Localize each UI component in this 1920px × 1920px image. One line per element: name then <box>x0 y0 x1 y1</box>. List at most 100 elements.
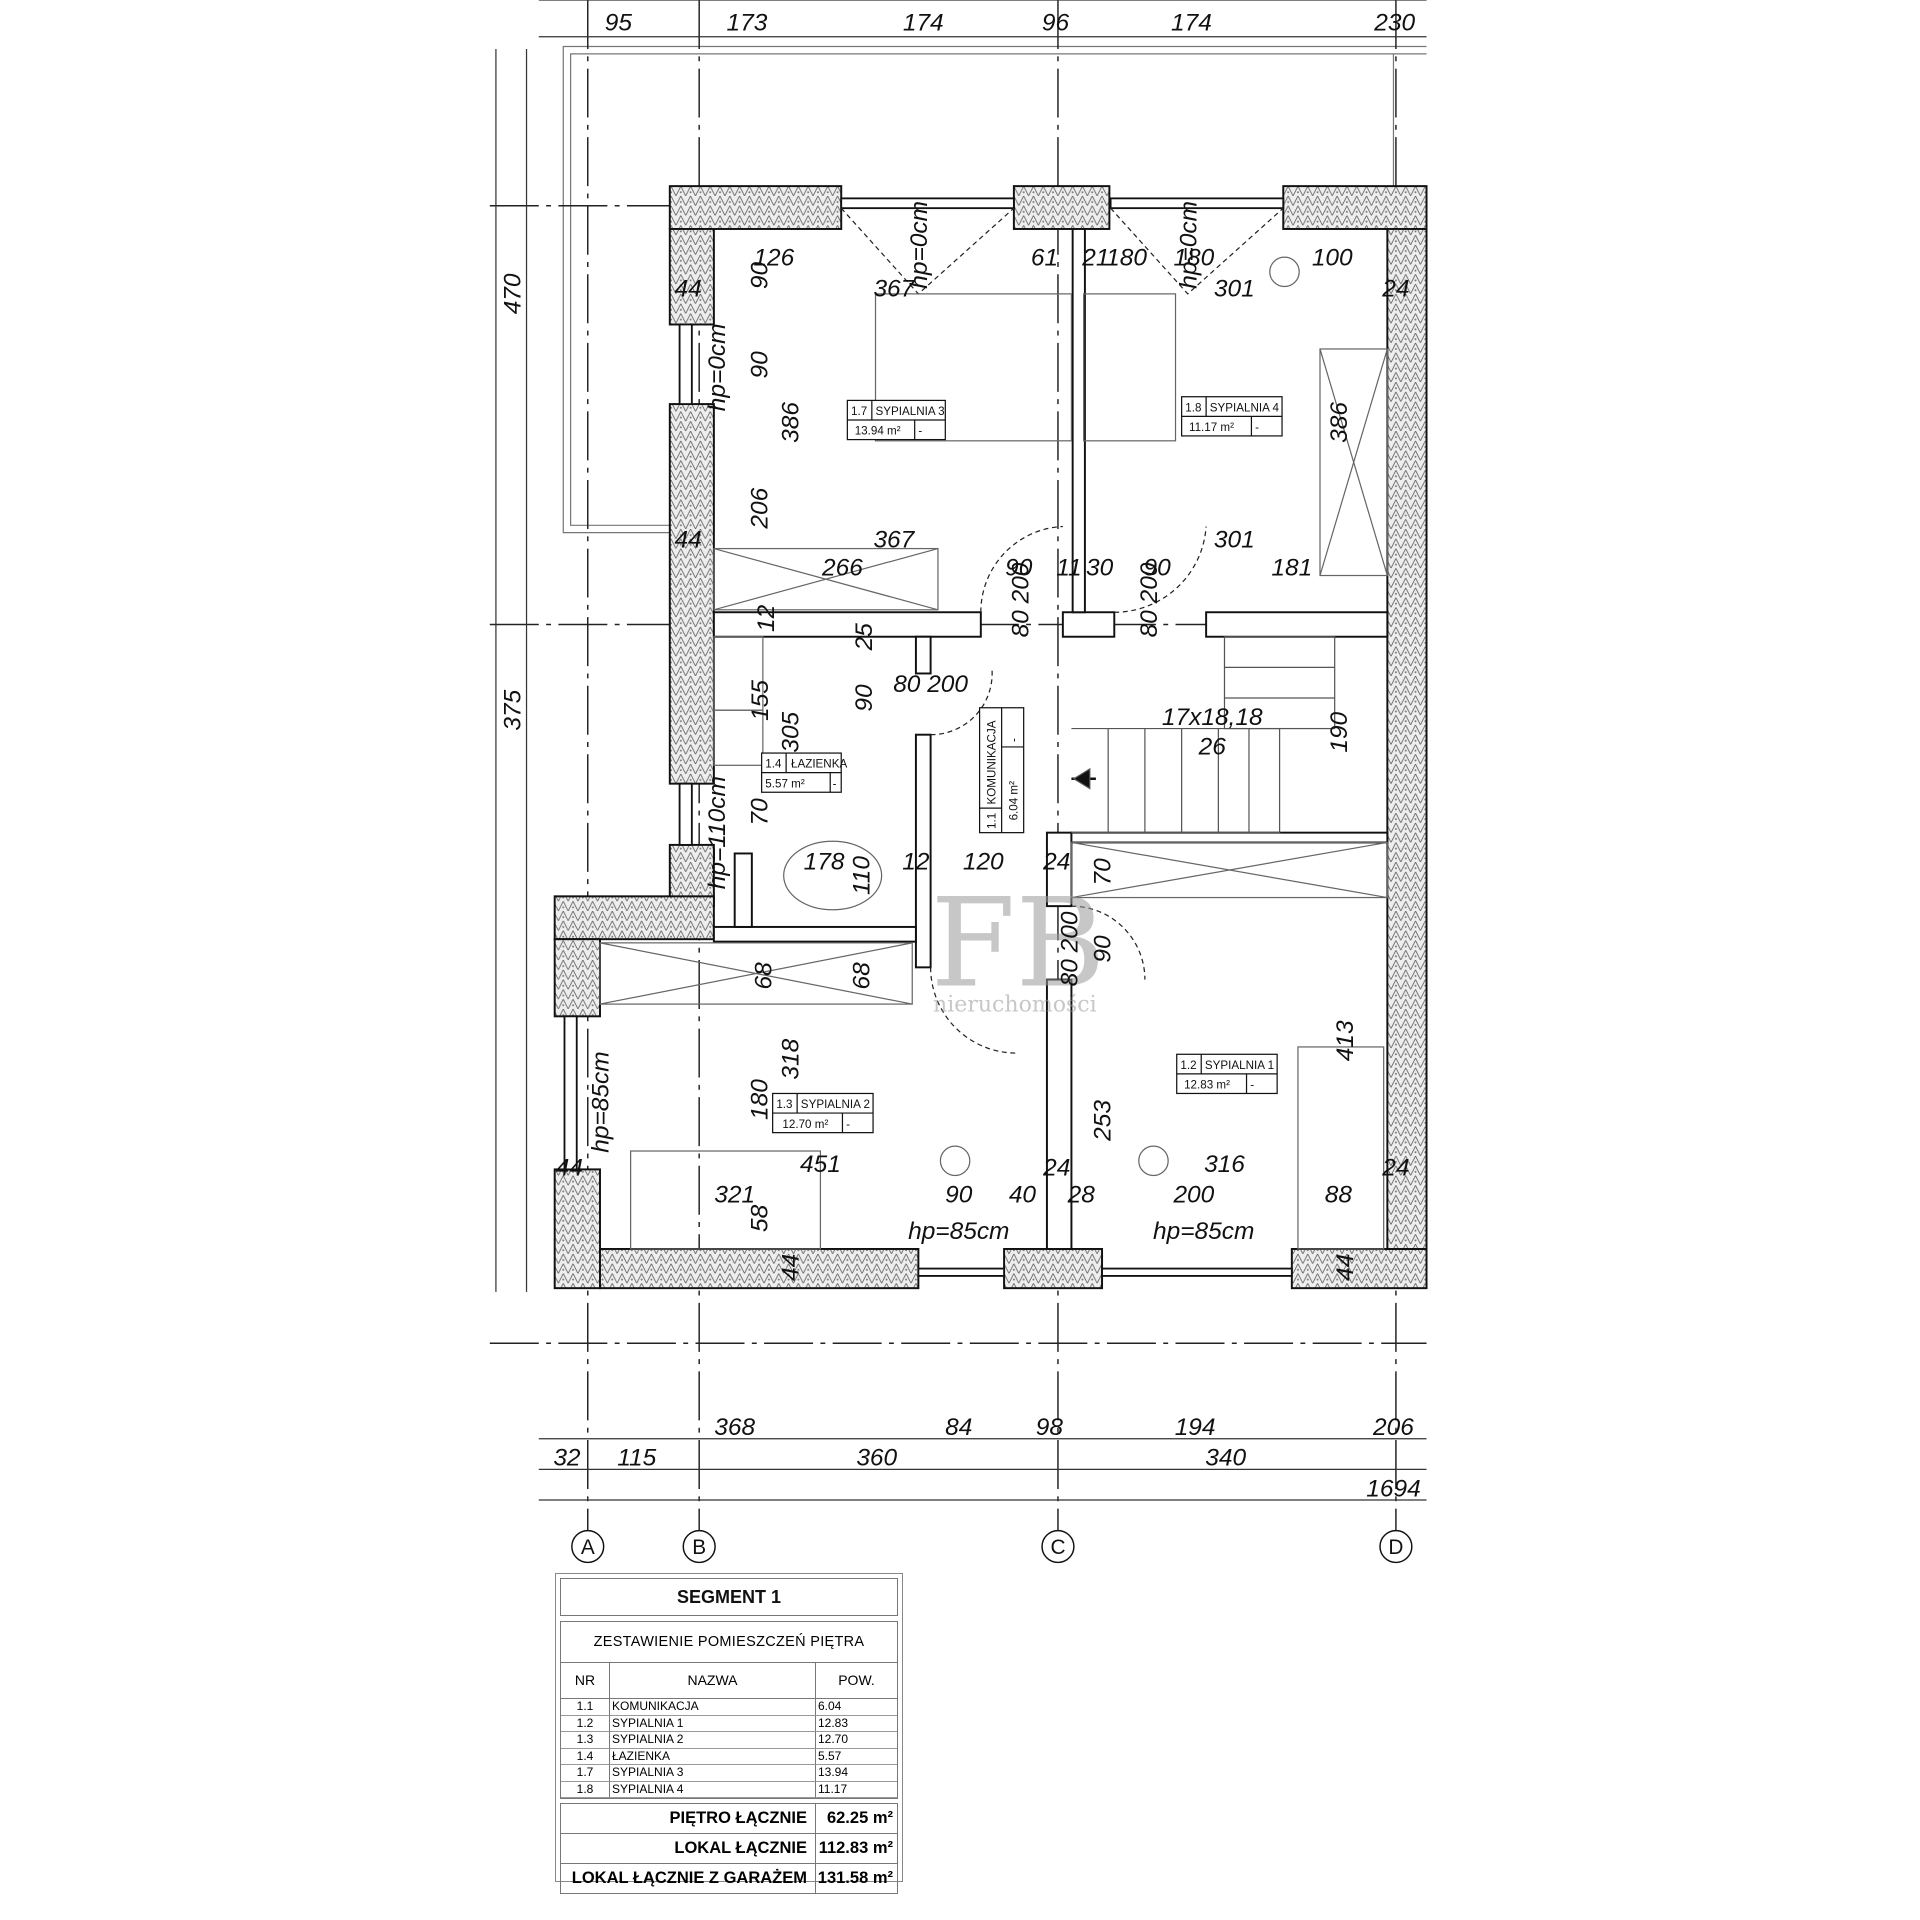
cell-name: SYPIALNIA 4 <box>609 1781 815 1798</box>
dimension-label: 174 <box>1171 10 1212 37</box>
room-area: 13.94 m² <box>855 425 901 438</box>
dimension-label: 180 <box>1173 245 1214 272</box>
dimension-label: 80 200 <box>1136 562 1163 637</box>
dimension-label: 24 <box>1042 1155 1070 1182</box>
dimension-label: 266 <box>821 555 863 582</box>
cell-name: SYPIALNIA 2 <box>609 1732 815 1749</box>
furniture <box>599 256 1388 1250</box>
dimension-label: 305 <box>777 711 804 752</box>
svg-text:A: A <box>581 1536 595 1559</box>
room-label-komunikacja: 1.1 KOMUNIKACJA 6.04 m² - <box>978 707 1025 834</box>
room-name: SYPIALNIA 3 <box>876 405 945 418</box>
dimension-label: 1694 <box>1366 1475 1420 1502</box>
svg-text:nieruchomości: nieruchomości <box>933 992 1097 1017</box>
dimension-label: hp=0cm <box>704 323 731 411</box>
dimension-label: 61 <box>1031 245 1058 272</box>
cell-area: 5.57 <box>815 1748 897 1765</box>
room-name: SYPIALNIA 1 <box>1205 1059 1274 1072</box>
dimension-label: 253 <box>1090 1100 1117 1142</box>
dimension-label: 44 <box>675 526 702 553</box>
exterior-walls <box>553 185 1428 1290</box>
dimension-label: 30 <box>1086 555 1114 582</box>
dimension-label: 21 <box>1081 245 1109 272</box>
total-row: LOKAL ŁĄCZNIE 112.83 m² <box>561 1834 897 1864</box>
room-nr: 1.2 <box>1180 1059 1196 1072</box>
dimension-label: 88 <box>1325 1181 1353 1208</box>
dimension-label: 173 <box>727 10 768 37</box>
room-name: SYPIALNIA 2 <box>801 1098 870 1111</box>
dimension-label: 386 <box>777 402 804 443</box>
room-label-sypialnia-3: 1.7 SYPIALNIA 3 13.94 m² - <box>846 399 946 441</box>
dimension-label: 206 <box>1372 1414 1414 1441</box>
room-extra: - <box>1255 421 1259 434</box>
dimension-label: 386 <box>1326 402 1353 443</box>
total-label: LOKAL ŁĄCZNIE <box>674 1839 807 1857</box>
dimension-label: hp=85cm <box>908 1218 1009 1245</box>
svg-text:FB: FB <box>931 872 1106 1015</box>
svg-text:C: C <box>1050 1536 1065 1559</box>
windows <box>563 197 1293 1277</box>
room-label-lazienka: 1.4 ŁAZIENKA 5.57 m² - <box>761 752 847 793</box>
dimension-label: 25 <box>851 623 878 652</box>
interior-walls <box>712 228 1389 1250</box>
cell-nr: 1.7 <box>561 1765 609 1782</box>
schedule-header: NR NAZWA POW. <box>561 1663 897 1699</box>
dimension-label: 190 <box>1326 711 1353 752</box>
schedule-block: ZESTAWIENIE POMIESZCZEŃ PIĘTRA NR NAZWA … <box>560 1621 898 1799</box>
room-name: KOMUNIKACJA <box>986 720 999 804</box>
room-extra: - <box>1250 1079 1254 1092</box>
watermark-logo: FB nieruchomości <box>931 872 1106 1018</box>
dimension-label: 230 <box>1373 10 1415 37</box>
dimension-label: 367 <box>873 526 915 553</box>
dimension-label: 17x18,18 <box>1162 704 1263 731</box>
schedule-title: ZESTAWIENIE POMIESZCZEŃ PIĘTRA <box>561 1622 897 1663</box>
axis-marker-a: A <box>571 1529 605 1564</box>
dimension-label: 90 <box>747 262 774 290</box>
dimension-label: 120 <box>963 848 1004 875</box>
dimension-label: 32 <box>553 1445 581 1472</box>
dimension-label: 340 <box>1205 1445 1246 1472</box>
total-value: 131.58 m² <box>815 1864 897 1893</box>
room-area: 12.70 m² <box>782 1118 828 1131</box>
cell-name: SYPIALNIA 1 <box>609 1715 815 1732</box>
room-nr: 1.3 <box>776 1098 792 1111</box>
dimension-label: 12 <box>902 848 930 875</box>
dimension-label: 44 <box>1332 1254 1359 1281</box>
room-label-sypialnia-1: 1.2 SYPIALNIA 1 12.83 m² - <box>1176 1053 1278 1095</box>
axis-marker-d: D <box>1379 1529 1413 1564</box>
dimension-label: 413 <box>1332 1020 1359 1061</box>
room-area: 11.17 m² <box>1189 421 1234 434</box>
dimension-label: 90 <box>1090 935 1117 963</box>
dimension-label: 126 <box>753 245 794 272</box>
dimension-label: 28 <box>1067 1181 1096 1208</box>
dimension-label: 375 <box>499 689 526 730</box>
dimension-label: 84 <box>945 1414 972 1441</box>
dimension-label: 44 <box>777 1254 804 1281</box>
dimension-label: 321 <box>714 1181 755 1208</box>
dimension-label: 40 <box>1009 1181 1037 1208</box>
dimension-label: 301 <box>1214 275 1255 302</box>
cell-area: 11.17 <box>815 1781 897 1798</box>
total-value: 112.83 m² <box>815 1834 897 1863</box>
dimension-label: 58 <box>747 1204 774 1232</box>
dimension-label: 98 <box>1036 1414 1064 1441</box>
dimension-label: 178 <box>804 848 845 875</box>
total-label: PIĘTRO ŁĄCZNIE <box>669 1809 807 1827</box>
room-extra: - <box>1008 738 1021 742</box>
dimension-label: 318 <box>777 1038 804 1079</box>
dimension-label: 90 <box>1144 555 1172 582</box>
dimension-label: 68 <box>848 962 875 990</box>
room-extra: - <box>846 1118 850 1131</box>
dimension-label: hp=85cm <box>1153 1218 1254 1245</box>
room-nr: 1.1 <box>986 813 999 829</box>
